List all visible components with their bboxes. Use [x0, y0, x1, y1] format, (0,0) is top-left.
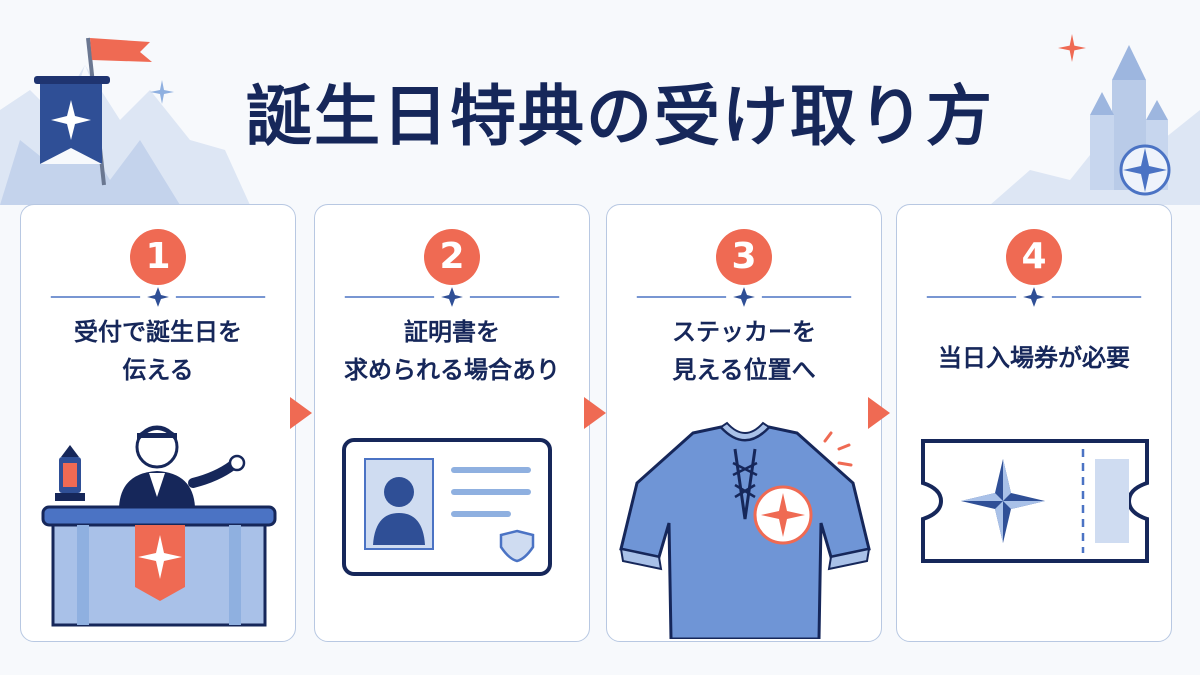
- divider-star-icon: [344, 287, 560, 307]
- step-card-2: 2 証明書を 求められる場合あり: [314, 204, 590, 642]
- step-description: 受付で誕生日を 伝える: [74, 318, 242, 384]
- step-description: ステッカーを 見える位置へ: [672, 318, 816, 384]
- sparkle-icon: [150, 80, 174, 104]
- step-number-badge: 1: [130, 229, 186, 285]
- divider-star-icon: [926, 287, 1142, 307]
- castle-compass-illustration: [990, 45, 1200, 205]
- page-title: 誕生日特典の受け取り方: [246, 78, 994, 155]
- next-step-arrow: [290, 397, 312, 429]
- next-step-arrow: [584, 397, 606, 429]
- id-card-icon: [342, 438, 552, 576]
- sparkle-icon: [1058, 34, 1086, 62]
- step-number-badge: 3: [716, 229, 772, 285]
- step-number-badge: 4: [1006, 229, 1062, 285]
- next-step-arrow: [868, 397, 890, 429]
- step-card-1: 1 受付で誕生日を 伝える: [20, 204, 296, 642]
- step-description: 証明書を 求められる場合あり: [344, 318, 560, 384]
- shirt-sticker-icon: [619, 421, 871, 639]
- step-card-3: 3 ステッカーを 見える位置へ: [606, 204, 882, 642]
- mountain-flag-illustration: [0, 37, 250, 205]
- divider-star-icon: [50, 287, 266, 307]
- step-description: 当日入場券が必要: [938, 344, 1130, 372]
- step-card-4: 4 当日入場券が必要: [896, 204, 1172, 642]
- divider-star-icon: [636, 287, 852, 307]
- reception-desk-icon: [41, 425, 277, 627]
- step-number-badge: 2: [424, 229, 480, 285]
- ticket-icon: [921, 439, 1149, 563]
